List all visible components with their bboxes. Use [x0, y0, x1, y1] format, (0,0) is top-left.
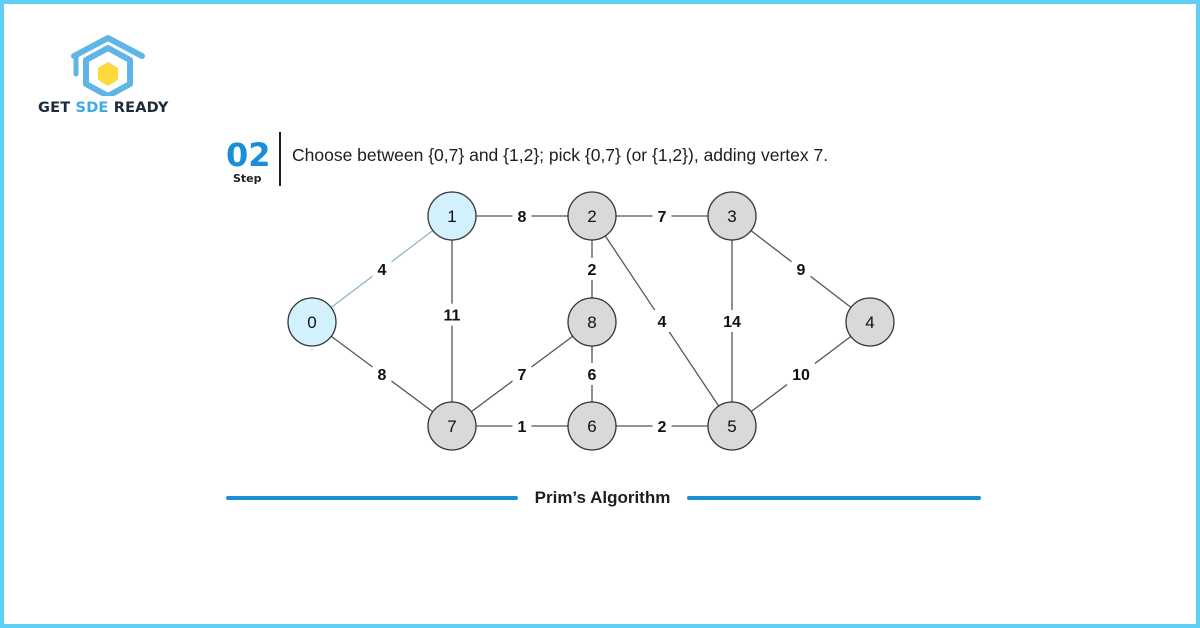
brand-logo: GET SDE READY — [38, 34, 188, 124]
graph-diagram: 4 8 8 11 7 2 4 9 14 10 2 1 6 7 0 1 2 3 4 5 6 7 8 — [287, 191, 895, 451]
node-circle — [707, 191, 757, 241]
node-8: 8 — [567, 297, 617, 347]
brand-name-part1: GET — [38, 100, 76, 116]
edge-weight-3-4: 9 — [797, 262, 806, 279]
footer-line-left — [226, 496, 518, 500]
footer-line-right — [687, 496, 981, 500]
edge-weight-0-1: 4 — [378, 262, 387, 279]
edge-weight-6-8: 6 — [588, 367, 597, 384]
edge-weight-5-6: 2 — [658, 419, 667, 436]
node-2: 2 — [567, 191, 617, 241]
node-label: 2 — [587, 207, 596, 226]
node-circle — [427, 401, 477, 451]
brand-name-part3: READY — [108, 100, 169, 116]
node-circle — [567, 401, 617, 451]
edge-weight-2-3: 7 — [658, 209, 667, 226]
node-circle — [287, 297, 337, 347]
step-description: Choose between {0,7} and {1,2}; pick {0,… — [292, 145, 829, 165]
node-circle — [845, 297, 895, 347]
step-number: 02 — [226, 136, 271, 174]
edge-label-bg — [582, 363, 602, 385]
footer-title: Prim’s Algorithm — [534, 488, 671, 507]
edge-weight-1-7: 11 — [444, 308, 461, 325]
node-label: 8 — [587, 313, 596, 332]
edge-label-bg — [787, 363, 815, 385]
node-7: 7 — [427, 401, 477, 451]
edge-weight-2-8: 2 — [588, 262, 597, 279]
node-5: 5 — [707, 401, 757, 451]
edge-label-bg — [438, 303, 466, 326]
edge-label-bg — [582, 258, 602, 280]
node-label: 3 — [727, 207, 736, 226]
node-circle — [427, 191, 477, 241]
edge-label-bg — [652, 415, 672, 437]
step-header: 02 Step Choose between {0,7} and {1,2}; … — [226, 132, 986, 188]
graduation-cap-hexagon-icon — [71, 35, 145, 96]
edge-label-bg — [512, 415, 532, 437]
edge-label-bg — [512, 363, 532, 385]
node-layer: 0 1 2 3 4 5 6 7 8 — [287, 191, 895, 451]
node-label: 7 — [447, 417, 456, 436]
node-circle — [567, 191, 617, 241]
step-word: Step — [233, 172, 262, 185]
edge-label-layer: 4 8 8 11 7 2 4 9 14 10 2 1 6 7 — [372, 205, 815, 437]
edge-weight-4-5: 10 — [792, 367, 810, 384]
node-label: 6 — [587, 417, 596, 436]
edge-weight-7-8: 7 — [518, 367, 527, 384]
node-1: 1 — [427, 191, 477, 241]
node-4: 4 — [845, 297, 895, 347]
edge-label-bg — [372, 258, 392, 280]
node-label: 4 — [865, 313, 874, 332]
edge-weight-0-7: 8 — [378, 367, 387, 384]
brand-name-accent: SDE — [75, 100, 109, 116]
node-6: 6 — [567, 401, 617, 451]
edge-label-bg — [652, 205, 672, 227]
edge-label-bg — [652, 310, 672, 332]
node-circle — [707, 401, 757, 451]
step-separator — [279, 132, 281, 186]
node-3: 3 — [707, 191, 757, 241]
edge-weight-1-2: 8 — [518, 209, 527, 226]
brand-name: GET SDE READY — [38, 100, 169, 116]
node-label: 5 — [727, 417, 736, 436]
edge-weight-6-7: 1 — [518, 419, 527, 436]
edge-weight-2-5: 4 — [658, 314, 667, 331]
edge-weight-3-5: 14 — [723, 314, 741, 331]
edge-label-bg — [512, 205, 532, 227]
node-label: 0 — [307, 313, 316, 332]
node-label: 1 — [447, 207, 456, 226]
edge-label-bg — [372, 363, 392, 385]
node-0: 0 — [287, 297, 337, 347]
edge-label-bg — [791, 258, 811, 280]
edge-label-bg — [718, 310, 746, 332]
node-circle — [567, 297, 617, 347]
